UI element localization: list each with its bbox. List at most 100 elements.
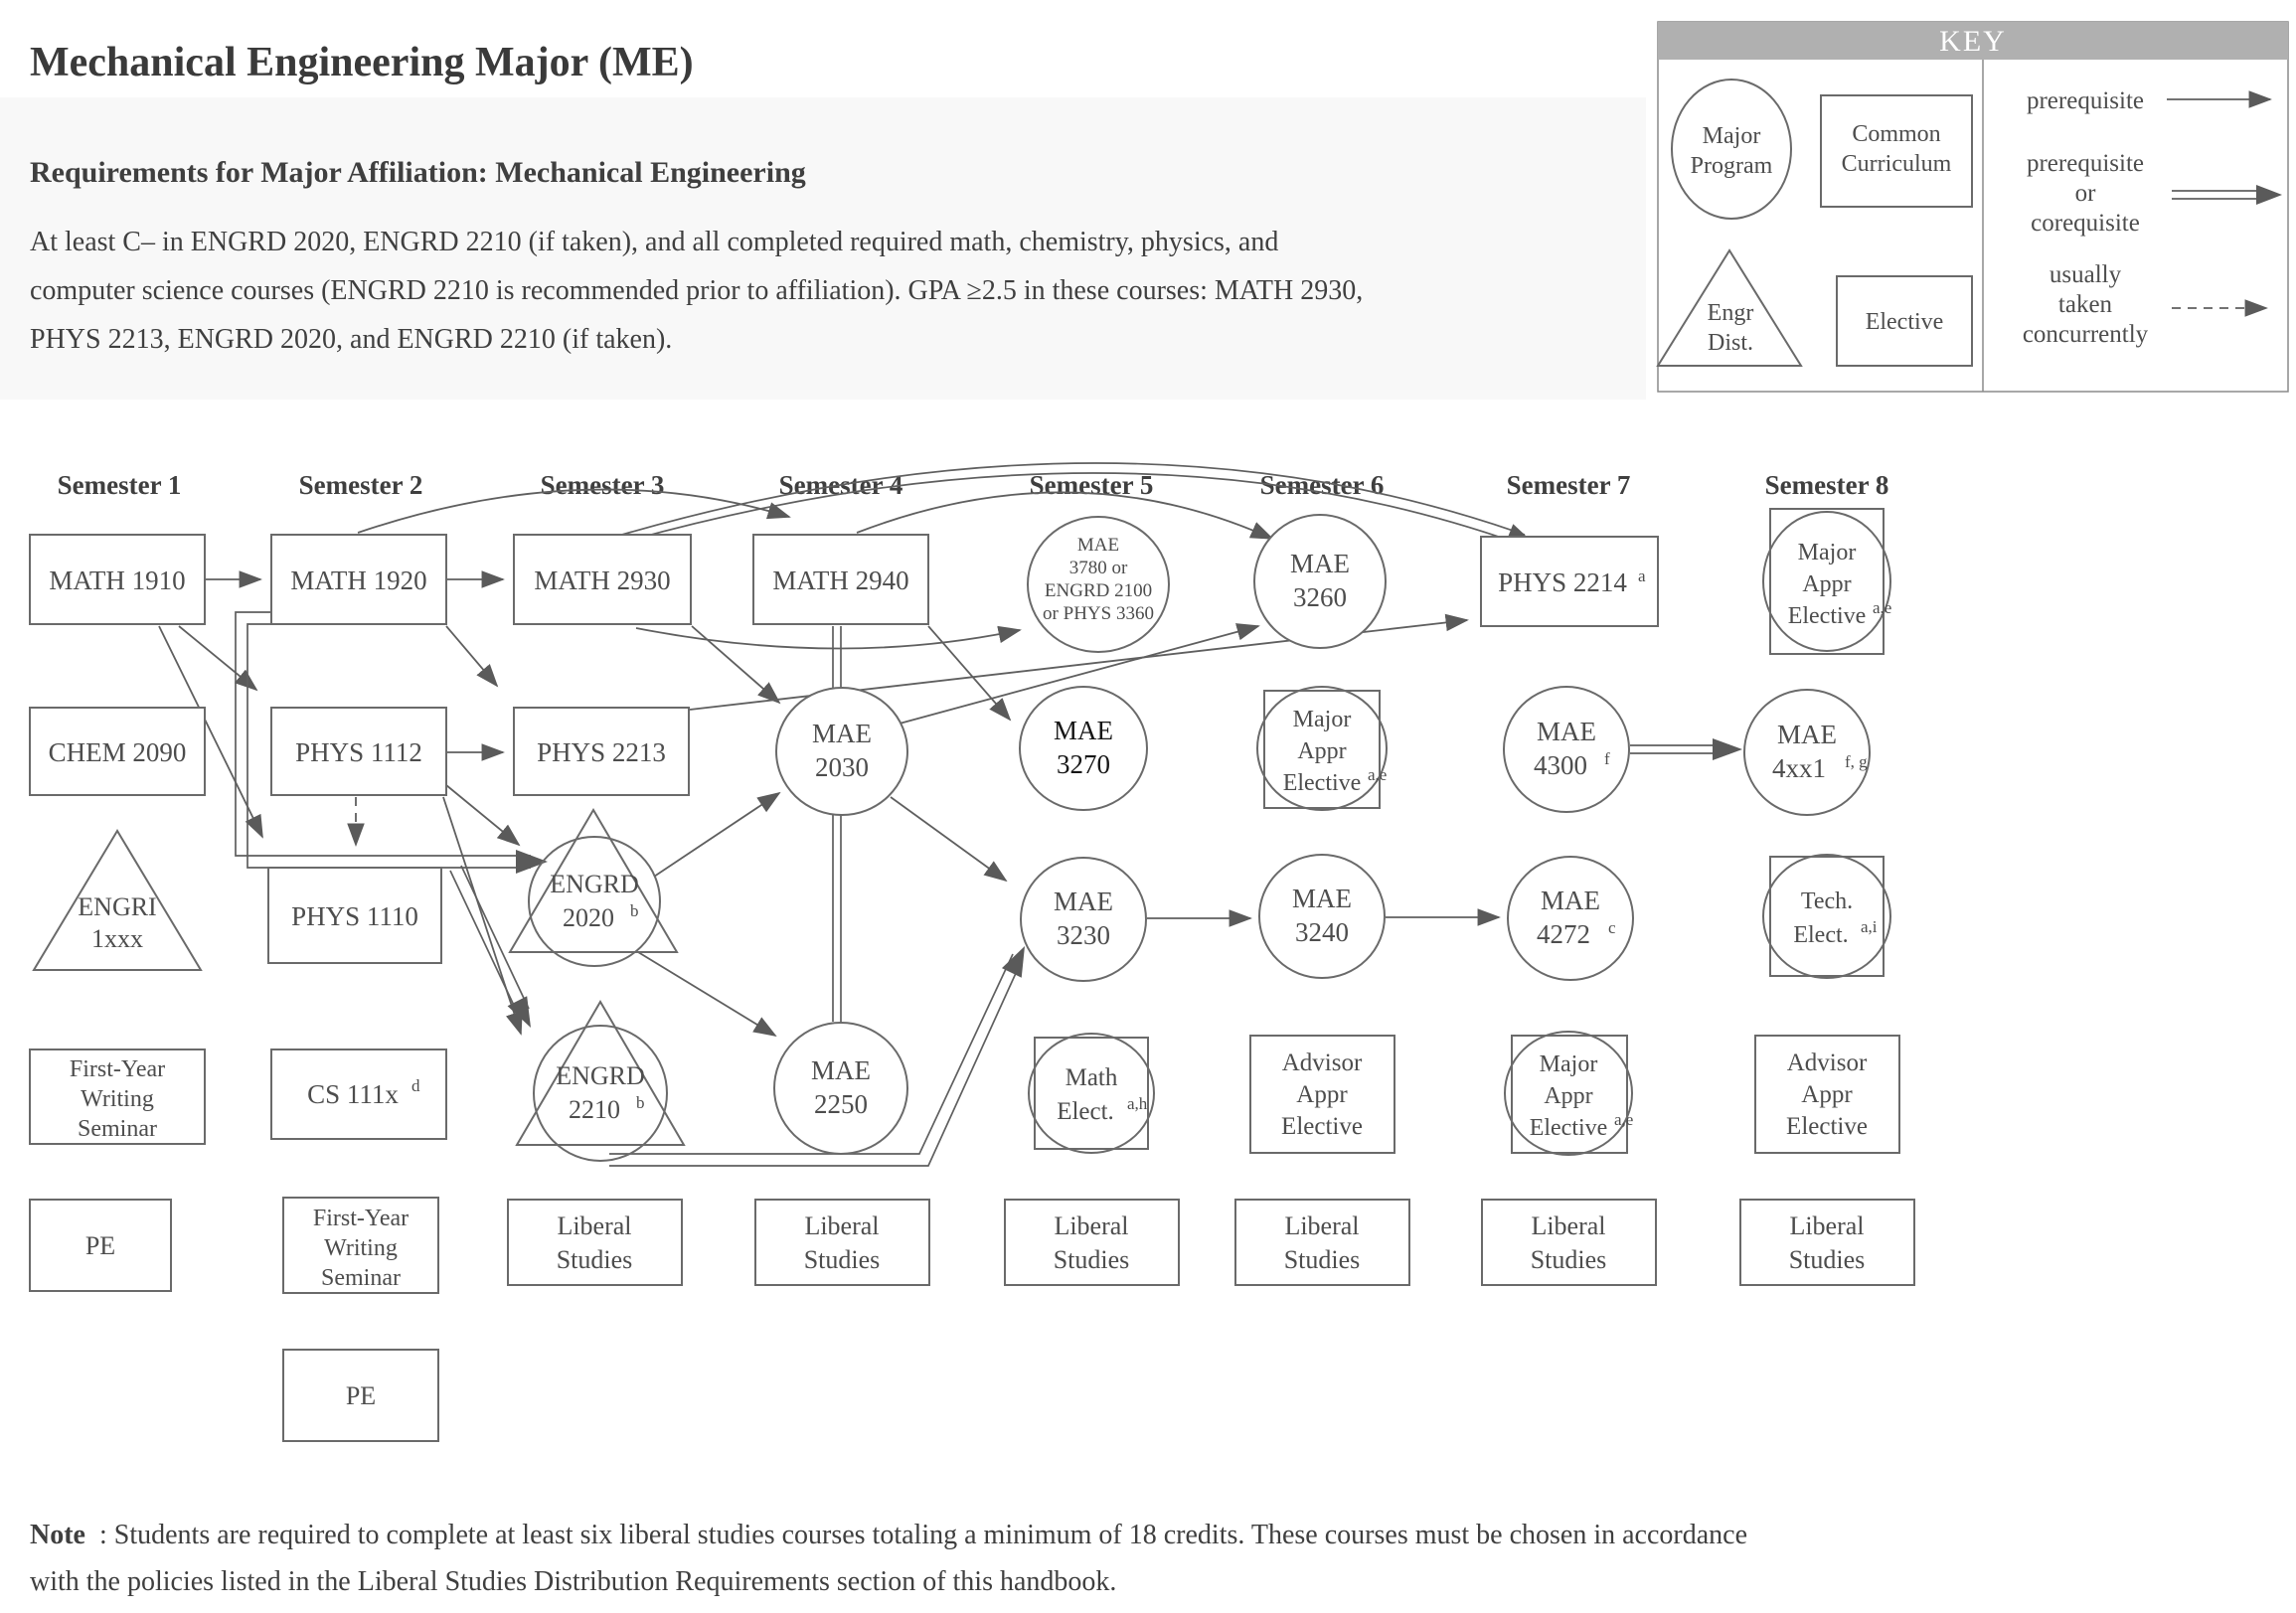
node-label: PHYS 1110 <box>291 901 418 931</box>
node-math-2930: MATH 2930 <box>513 534 692 625</box>
node-superscript: a,h <box>1127 1094 1148 1113</box>
node-label: ENGRD <box>556 1061 645 1090</box>
key-common-curriculum-label: Curriculum <box>1842 151 1952 177</box>
node-label: MAE <box>1077 535 1119 556</box>
edge-math2940-mae3270 <box>927 625 1012 722</box>
edge-mae2030-mae3260 <box>899 623 1260 725</box>
node-label: Studies <box>1531 1245 1607 1274</box>
key-major-program-circle-icon <box>1671 79 1792 220</box>
node-label: ENGRD 2100 <box>1045 580 1152 601</box>
node-label: 3260 <box>1293 582 1347 612</box>
node-superscript: d <box>411 1076 420 1095</box>
edge-math1920-engrd2020-coreq <box>235 611 531 857</box>
node-label: ENGRI <box>78 892 156 921</box>
node-label: Advisor <box>1282 1049 1363 1076</box>
note-line1: : Students are required to complete at l… <box>99 1520 1747 1550</box>
edge-mae2030-mae3230 <box>890 796 1008 883</box>
edge-engrd2210-mae3230-coreq <box>609 959 1023 1167</box>
node-phys-2214: PHYS 2214 a <box>1480 536 1659 627</box>
node-superscript: a <box>1638 566 1646 585</box>
node-engrd-2020: ENGRD 2020 b <box>508 808 679 967</box>
node-mae-3260: MAE 3260 <box>1253 514 1387 649</box>
node-superscript: a,e <box>1614 1110 1633 1129</box>
node-pe-sem1: PE <box>29 1199 172 1292</box>
node-label: MATH 2930 <box>534 565 670 595</box>
node-tech-elect-sem8: Tech. Elect. a,i <box>1762 854 1891 979</box>
key-common-curriculum-label: Common <box>1852 121 1940 147</box>
node-label: MAE <box>1054 887 1113 916</box>
node-label: Advisor <box>1787 1049 1868 1076</box>
node-engri-1xxx: ENGRI 1xxx <box>32 829 203 971</box>
node-major-appr-elective-sem7: Major Appr Elective a,e <box>1504 1031 1633 1156</box>
node-math-2940: MATH 2940 <box>752 534 929 625</box>
key-engr-dist-triangle-icon <box>1656 248 1803 367</box>
edge-math2940-mae3260-arc <box>856 491 1274 540</box>
node-label: Appr <box>1801 1081 1853 1108</box>
node-label: 2030 <box>815 752 869 782</box>
node-liberal-studies-sem8: Liberal Studies <box>1739 1199 1915 1286</box>
node-label: MATH 1910 <box>49 565 185 595</box>
affiliation-paragraph-line3: PHYS 2213, ENGRD 2020, and ENGRD 2210 (i… <box>30 324 672 355</box>
node-superscript: b <box>630 901 639 920</box>
node-superscript: f, g <box>1845 752 1868 771</box>
node-liberal-studies-sem7: Liberal Studies <box>1481 1199 1657 1286</box>
semester-8-header: Semester 8 <box>1765 470 1889 500</box>
node-superscript: a,e <box>1873 598 1891 617</box>
node-label: Studies <box>1789 1245 1866 1274</box>
edge-phys1112-engrd2210 <box>442 796 523 1036</box>
node-label: Elective <box>1530 1115 1608 1141</box>
node-label: Appr <box>1297 738 1346 764</box>
semester-3-header: Semester 3 <box>541 470 665 500</box>
node-pe-sem2: PE <box>282 1349 439 1442</box>
key-major-program-label: Major <box>1703 123 1761 149</box>
node-label: Elective <box>1283 770 1362 796</box>
node-label: 3230 <box>1057 920 1110 950</box>
node-label: ENGRD <box>550 870 639 898</box>
key-elective-rect-icon <box>1836 275 1973 367</box>
node-superscript: f <box>1604 749 1610 768</box>
key-title-bar <box>1658 22 2288 60</box>
node-label: 2210 <box>569 1095 620 1124</box>
edge-engrd2210-mae3230-coreq <box>609 953 1014 1155</box>
node-label: Liberal <box>1789 1211 1864 1240</box>
edge-engrd2020-mae2250 <box>637 951 777 1038</box>
node-label: PHYS 2213 <box>537 737 666 767</box>
node-label: PHYS 2214 <box>1498 567 1627 597</box>
node-label: First-Year <box>313 1206 409 1231</box>
edge-phys1112-engrd2020 <box>445 784 521 847</box>
key-legend-concurrent-label: taken <box>2058 291 2113 318</box>
node-label: 4272 <box>1537 919 1590 949</box>
key-legend-prerequisite-label: prerequisite <box>2027 87 2144 114</box>
node-label: Studies <box>804 1245 881 1274</box>
node-label: Appr <box>1296 1081 1348 1108</box>
node-label: Liberal <box>804 1211 879 1240</box>
node-engrd-2210: ENGRD 2210 b <box>515 1000 686 1162</box>
node-label: MATH 2940 <box>772 565 908 595</box>
node-label: Elect. <box>1057 1098 1114 1125</box>
node-superscript: a,e <box>1368 765 1387 784</box>
key-legend-concurrent-label: concurrently <box>2023 321 2149 348</box>
node-math-1910: MATH 1910 <box>29 534 206 625</box>
node-label: Major <box>1293 707 1352 732</box>
semester-5-header: Semester 5 <box>1030 470 1154 500</box>
node-chem-2090: CHEM 2090 <box>29 707 206 796</box>
edge-mae4300-mae4xx1-arrowhead-icon <box>1713 738 1742 760</box>
edge-math2930-phys2214-coreq <box>603 472 1520 549</box>
node-mae-2030: MAE 2030 <box>775 687 908 816</box>
node-mae-4272: MAE 4272 c <box>1507 856 1634 981</box>
node-label: PE <box>346 1381 376 1410</box>
node-liberal-studies-sem4: Liberal Studies <box>754 1199 930 1286</box>
edge-math1910-phys1112 <box>178 625 258 692</box>
node-label: Liberal <box>1531 1211 1605 1240</box>
node-label: PHYS 1112 <box>295 737 422 767</box>
node-label: MAE <box>1777 720 1837 749</box>
note-bold-label: Note <box>30 1520 85 1550</box>
node-label: 4xx1 <box>1772 753 1826 783</box>
key-major-program-label: Program <box>1691 153 1773 179</box>
node-label: Elective <box>1788 603 1867 629</box>
key-title: KEY <box>1939 25 2007 58</box>
key-elective-label: Elective <box>1866 309 1944 335</box>
node-advisor-appr-elective-sem6: Advisor Appr Elective <box>1249 1035 1395 1154</box>
node-liberal-studies-sem6: Liberal Studies <box>1234 1199 1410 1286</box>
node-phys-1112: PHYS 1112 <box>270 707 447 796</box>
